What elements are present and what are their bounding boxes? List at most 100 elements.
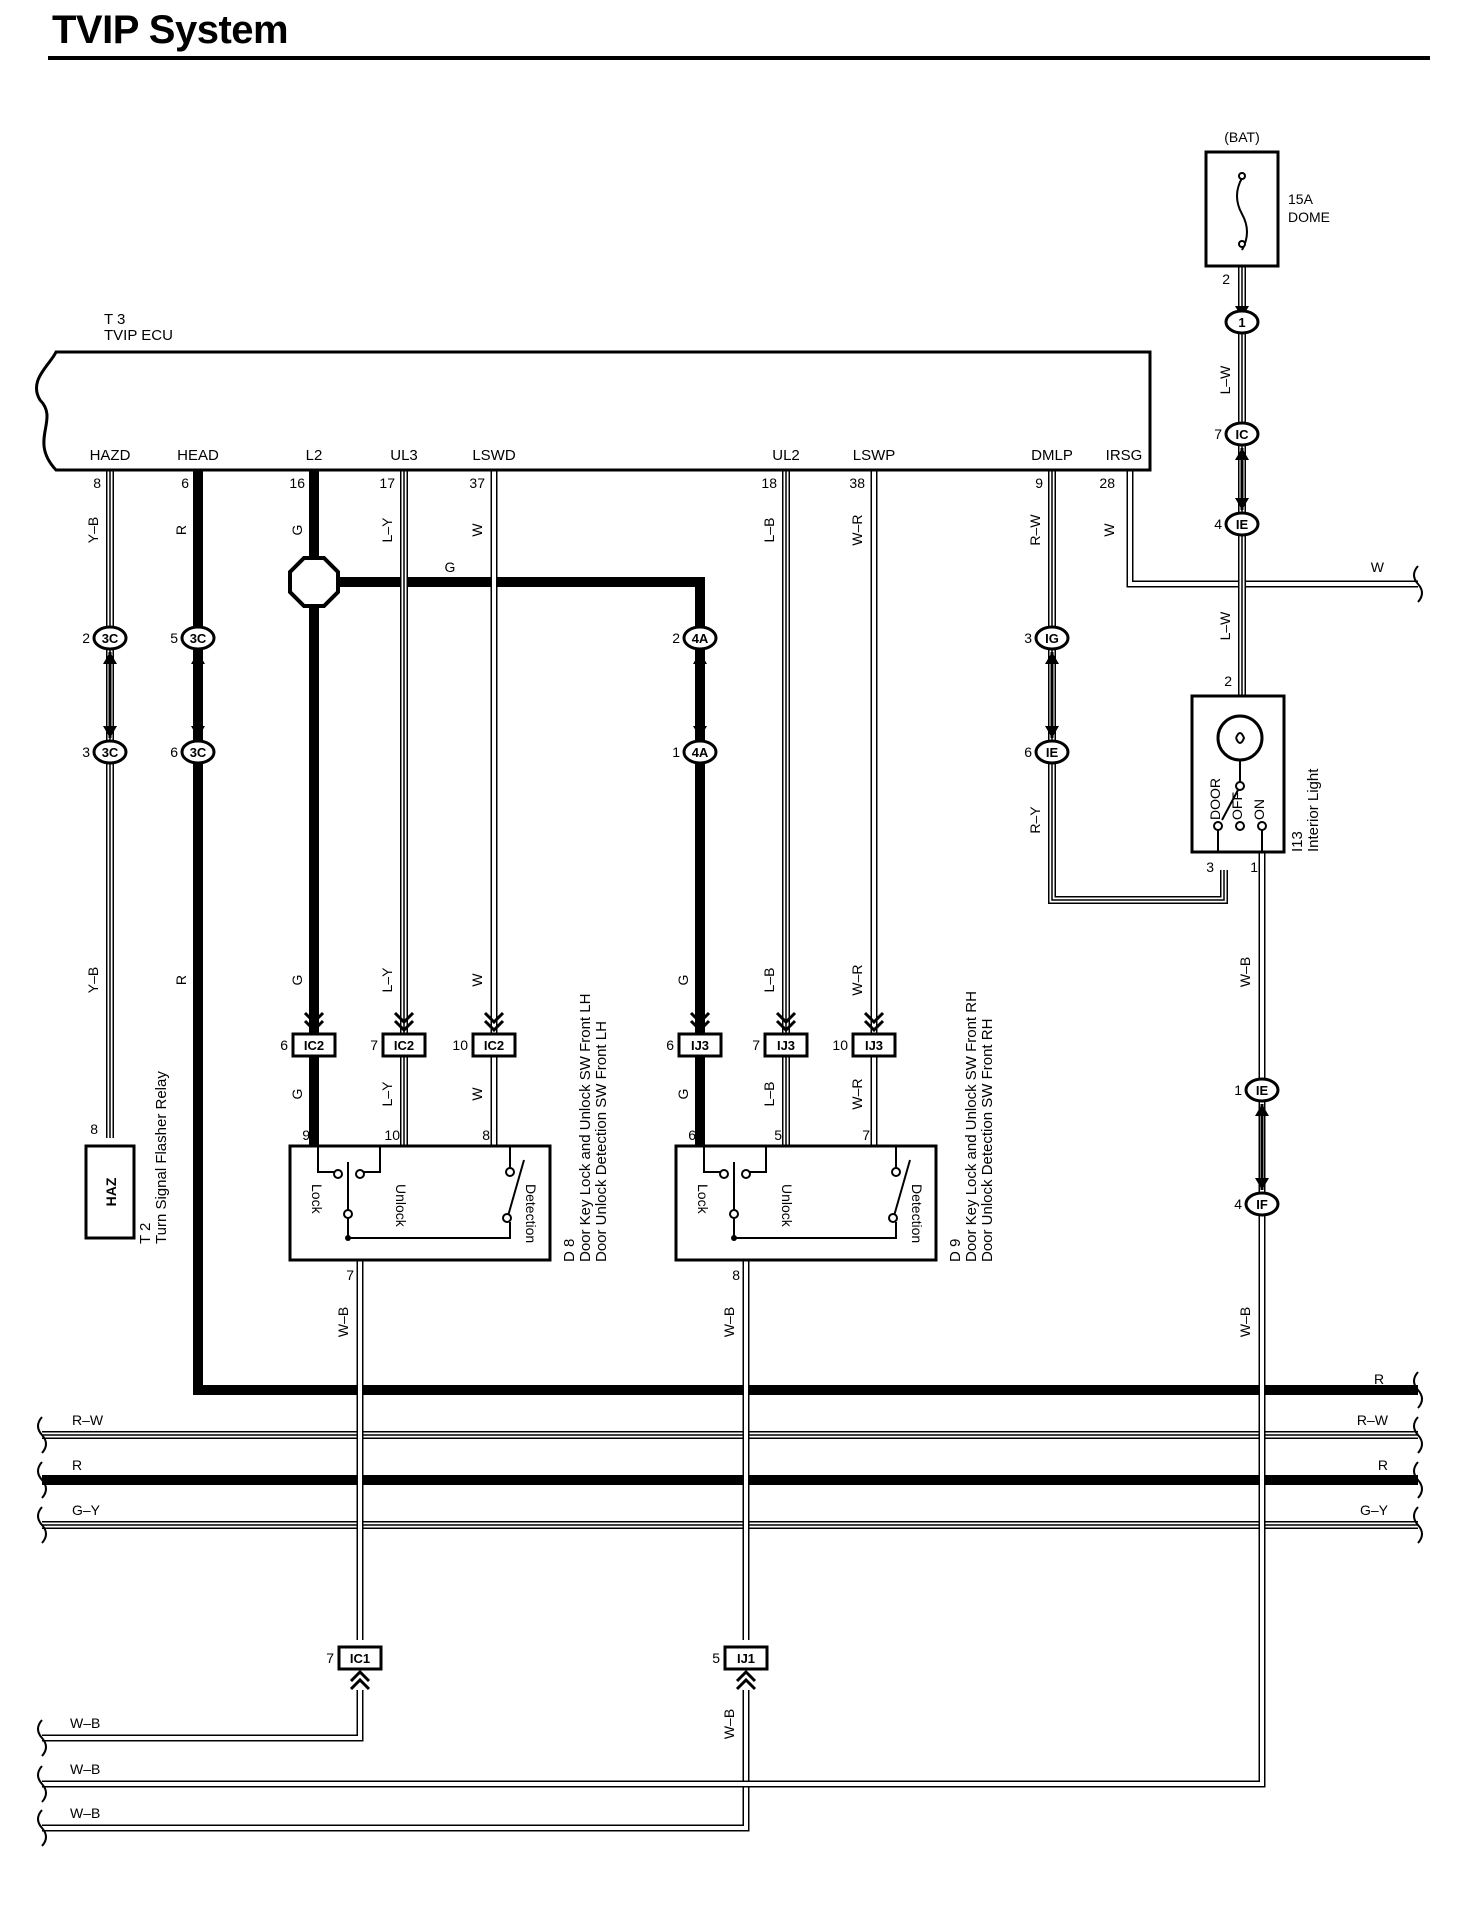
connector-layer xyxy=(92,306,1280,1691)
d9-ground-color: W–B xyxy=(721,1307,737,1337)
d9-unlock-label: Unlock xyxy=(779,1184,795,1228)
ecu-terminal-head: HEAD xyxy=(177,447,219,464)
d8-box xyxy=(288,1144,552,1262)
relay-box xyxy=(84,1144,136,1240)
light-pair-arrow-down xyxy=(1255,1178,1269,1190)
ecu-terminal-ul2: UL2 xyxy=(772,447,800,464)
head-color-top: R xyxy=(173,525,189,535)
light-if-connector-label: IF xyxy=(1256,1197,1268,1212)
ij3_c-entry-chevron xyxy=(863,1011,885,1025)
ij1-connector-pin: 5 xyxy=(712,1650,720,1666)
head-lower-connector xyxy=(180,739,216,765)
ic2_c-entry-chevron xyxy=(483,1011,505,1025)
dome-pair-arrow-down xyxy=(1235,498,1249,510)
ground-2-break xyxy=(37,1809,47,1847)
d9-junction xyxy=(731,1235,737,1241)
d8-pin-0: 9 xyxy=(302,1127,310,1143)
ecu-terminal-dmlp: DMLP xyxy=(1031,447,1073,464)
hazd-upper-connector-pin: 2 xyxy=(82,630,90,646)
ecu-box xyxy=(34,350,1152,472)
bus-2-break-left xyxy=(37,1506,47,1544)
hazd-pair-arrow-up xyxy=(103,652,117,664)
switch-blade xyxy=(1221,789,1239,821)
relay-label: HAZ xyxy=(103,1177,119,1206)
g-branch-wire xyxy=(314,577,705,1146)
dome-ie-connector-label: IE xyxy=(1236,517,1249,532)
d8-det-pivot xyxy=(502,1213,512,1223)
component-layer xyxy=(34,150,1286,1262)
ic2_b-connector-label: IC2 xyxy=(394,1038,414,1053)
light-door-label: DOOR xyxy=(1207,778,1223,820)
ij3_b-connector-label: IJ3 xyxy=(777,1038,795,1053)
fuse-bottom xyxy=(1238,240,1246,248)
d8-det-contact xyxy=(505,1167,515,1177)
d8-unlock-lead xyxy=(364,1146,381,1173)
ecu-terminal-hazd: HAZD xyxy=(90,447,131,464)
irsg-wire-core xyxy=(1128,470,1418,586)
switch-pivot xyxy=(1235,781,1245,791)
ic2_b-connector-pin: 7 xyxy=(370,1037,378,1053)
irsg-break xyxy=(1413,565,1423,603)
ecu-terminal-lswp: LSWP xyxy=(853,447,896,464)
lswp-color-mid: W–R xyxy=(849,964,865,995)
ij3_b-connector-pin: 7 xyxy=(752,1037,760,1053)
d9-lock-label: Lock xyxy=(695,1184,711,1215)
ic2_b-entry-chevron xyxy=(393,1011,415,1025)
lswp-color-bottom: W–R xyxy=(849,1078,865,1109)
light-pin-1: 1 xyxy=(1250,859,1258,875)
d8-lock-label: Lock xyxy=(309,1184,325,1215)
ic1-entry-chevron xyxy=(349,1677,371,1691)
dmlp-lower-connector xyxy=(1034,739,1070,765)
d8-name1: Door Key Lock and Unlock SW Front LH xyxy=(577,994,594,1262)
ij1-connector-label: IJ1 xyxy=(737,1651,755,1666)
ic2_a-entry-chevron xyxy=(303,1019,325,1033)
dmlp-pair-arrow-down xyxy=(1045,726,1059,738)
light-on-label: ON xyxy=(1251,799,1267,820)
bus-0-label-right: R–W xyxy=(1357,1412,1389,1428)
ecu-terminal-lswd: LSWD xyxy=(472,447,516,464)
dmlp-upper-connector xyxy=(1034,625,1070,651)
light-ground-wire xyxy=(42,852,1266,1788)
fuse-element xyxy=(1236,177,1248,251)
ic1-ground-run-core xyxy=(42,1690,362,1740)
ij3_c-connector xyxy=(851,1032,897,1058)
dome-pair-arrow-up xyxy=(1235,448,1249,460)
g-branch-color: G xyxy=(445,559,456,575)
d9-unlock-contact xyxy=(741,1169,751,1179)
head-lower-connector-label: 3C xyxy=(190,745,207,760)
ij1-entry-chevron xyxy=(735,1669,757,1683)
ij3_a-entry-chevron xyxy=(689,1019,711,1033)
dome-ic-connector-pin: 7 xyxy=(1214,426,1222,442)
ij3_a-connector-pin: 6 xyxy=(666,1037,674,1053)
d8-unlock-label: Unlock xyxy=(393,1184,409,1228)
ic2_b-entry-chevron xyxy=(393,1019,415,1033)
dome-ie-connector-pin: 4 xyxy=(1214,516,1222,532)
l2-color-bottom: G xyxy=(289,1089,305,1100)
hazd-color-top: Y–B xyxy=(85,517,101,543)
fuse-rating: 15A xyxy=(1288,191,1314,207)
fuse-pin: 2 xyxy=(1222,271,1230,287)
ij3_c-entry-chevron xyxy=(863,1019,885,1033)
relay-pin: 8 xyxy=(90,1121,98,1137)
light-name: Interior Light xyxy=(1305,768,1322,852)
light-pair-arrow-up xyxy=(1255,1104,1269,1116)
g-right-color-bottom: G xyxy=(675,1089,691,1100)
dome-color-top: L–W xyxy=(1217,365,1233,395)
ic2_c-entry-chevron xyxy=(483,1019,505,1033)
bus-1-label-left: R xyxy=(72,1457,82,1473)
g-upper-connector-pin: 2 xyxy=(672,630,680,646)
d9-det-pivot xyxy=(888,1213,898,1223)
ic2_c-connector xyxy=(471,1032,517,1058)
ij3_b-entry-chevron xyxy=(775,1019,797,1033)
l2-color-mid: G xyxy=(289,975,305,986)
d9-pin-2: 7 xyxy=(862,1127,870,1143)
dome-ic-connector-label: IC xyxy=(1236,427,1250,442)
ic2_b-connector xyxy=(381,1032,427,1058)
irsg-color: W xyxy=(1101,523,1117,537)
light-ground-wire-core xyxy=(42,852,1264,1786)
bus-2-label-right: G–Y xyxy=(1360,1502,1389,1518)
light-ie-connector xyxy=(1244,1077,1280,1103)
light-ground-color-bottom: W–B xyxy=(1237,1307,1253,1337)
d9-common-contact xyxy=(729,1209,739,1219)
